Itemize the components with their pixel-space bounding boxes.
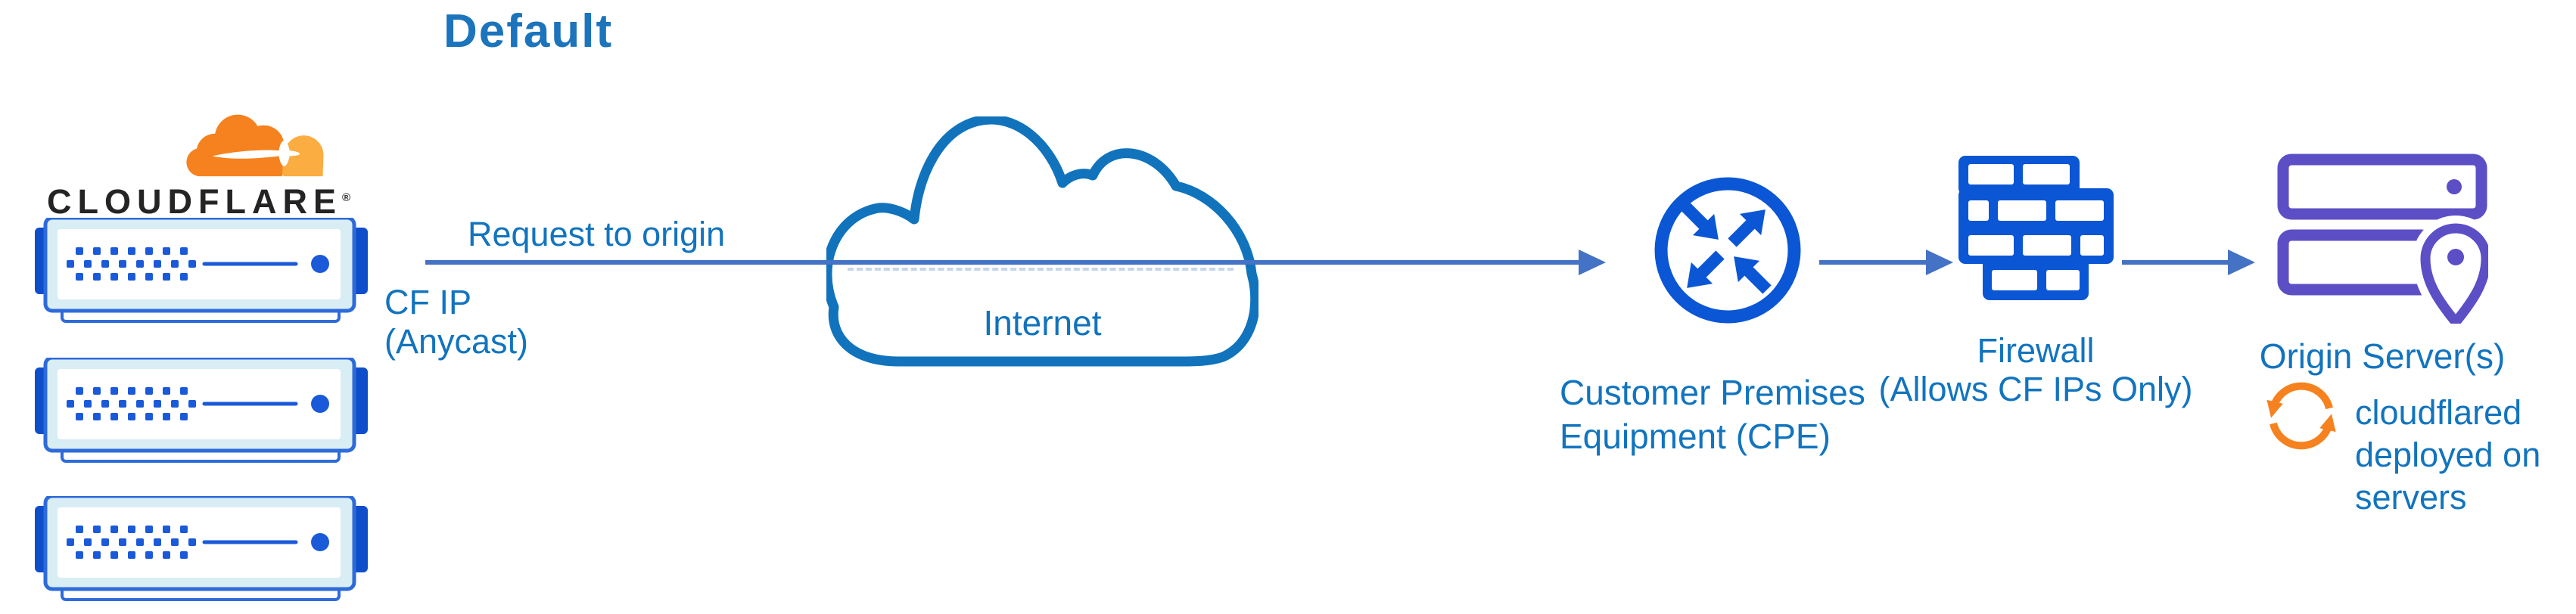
cloudflare-logo-flare	[212, 140, 300, 166]
diagram-title: Default	[443, 5, 614, 57]
cpe-label-line1: Customer Premises	[1560, 373, 1865, 412]
cloudflared-note-line1: cloudflared	[2355, 393, 2522, 432]
cf-ip-line: CF IP	[384, 283, 472, 321]
cpe-to-firewall-arrow-icon	[1819, 250, 1953, 275]
firewall-label-line2: (Allows CF IPs Only)	[1878, 370, 2193, 408]
cf-ip-anycast-label: CF IP (Anycast)	[384, 283, 528, 361]
internet-cloud-icon	[826, 116, 1258, 367]
cloudflared-sync-icon	[2266, 382, 2336, 450]
cloudflare-wordmark: CLOUDFLARE®	[47, 182, 350, 222]
location-pin-icon	[2420, 223, 2488, 324]
cloudflare-server-rack-icon	[35, 358, 368, 464]
cloudflare-logo-icon	[186, 114, 324, 177]
cloudflare-server-rack-icon	[35, 218, 368, 324]
cloudflared-note-line2: deployed on	[2355, 436, 2541, 474]
request-line-shadow	[848, 268, 1234, 271]
anycast-line: (Anycast)	[384, 322, 529, 361]
firewall-to-origin-arrow-icon	[2122, 250, 2255, 275]
cpe-router-icon	[1654, 177, 1801, 324]
firewall-label: Firewall (Allows CF IPs Only)	[1865, 331, 2206, 408]
firewall-label-line1: Firewall	[1977, 331, 2095, 370]
cloudflared-note: cloudflared deployed on servers	[2355, 392, 2540, 519]
request-to-origin-label: Request to origin	[468, 215, 726, 253]
internet-label: Internet	[983, 303, 1102, 343]
cloudflare-wordmark-text: CLOUDFLARE	[47, 182, 342, 221]
cpe-label-line2: Equipment (CPE)	[1560, 417, 1831, 456]
request-arrow-icon	[425, 250, 1606, 275]
registered-mark: ®	[341, 191, 351, 204]
cloudflare-logo-dark-cloud	[186, 114, 285, 177]
origin-servers-label: Origin Server(s)	[2259, 336, 2506, 376]
origin-servers-icon	[2277, 154, 2488, 324]
firewall-icon	[1958, 156, 2114, 300]
cloudflare-server-rack-icon	[35, 496, 368, 602]
cpe-label: Customer Premises Equipment (CPE)	[1560, 371, 1865, 458]
cloudflared-note-line3: servers	[2355, 478, 2467, 516]
